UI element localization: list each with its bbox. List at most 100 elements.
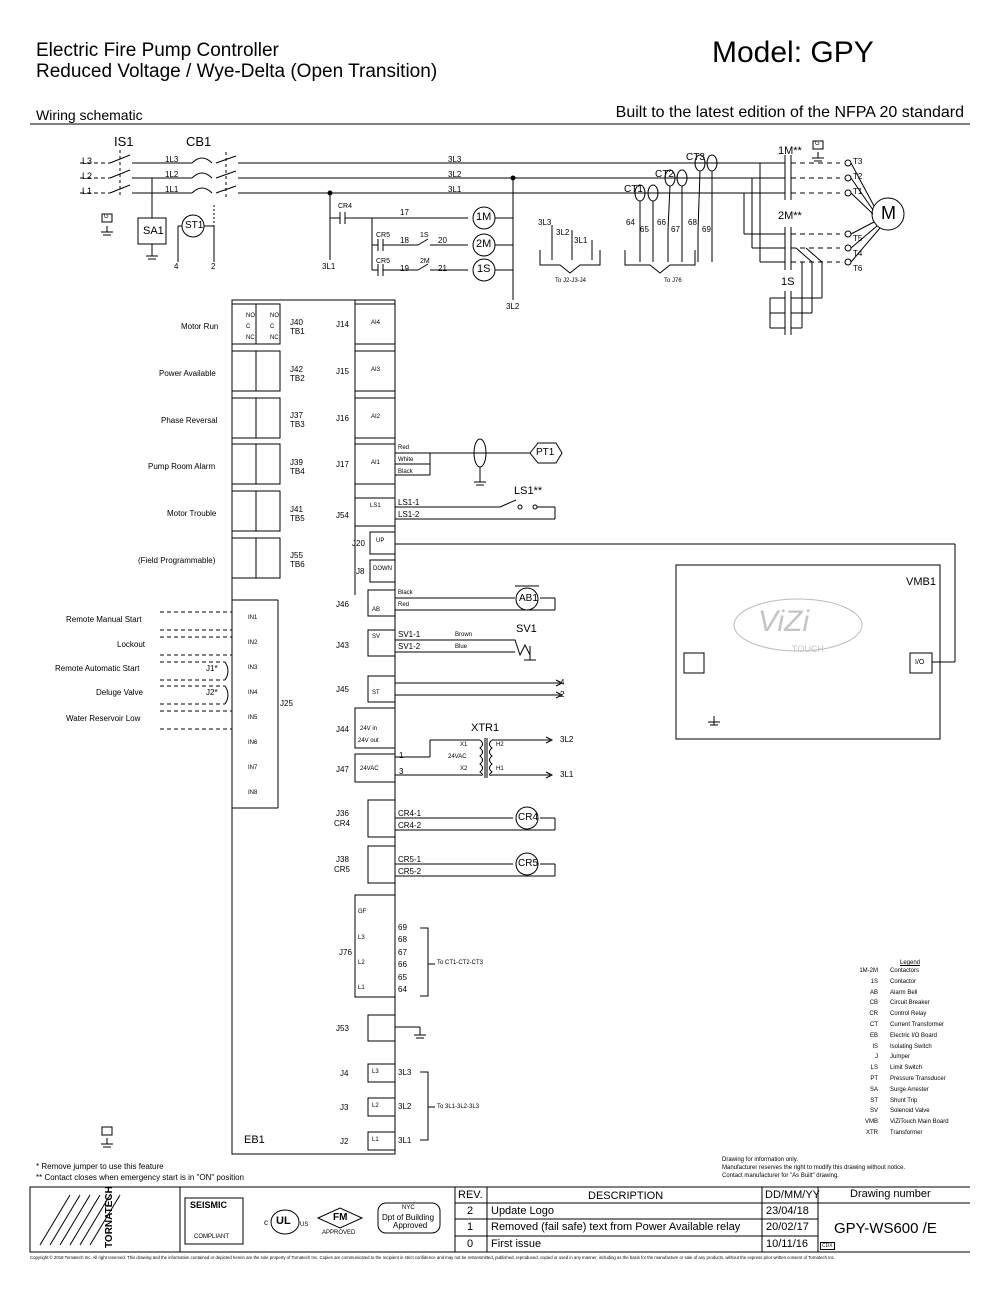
tap-3l3: 3L3 [538,218,552,227]
j25-label: J25 [280,699,293,708]
out-3l2: 3L2 [560,735,574,744]
sa1-label: SA1 [143,225,164,237]
contact-no: NO [246,313,255,319]
l3-label: L3 [82,156,93,166]
j45: J45 [336,685,349,694]
j3-l2: L2 [372,1103,379,1109]
ai4: AI4 [371,320,381,326]
legend-desc: Control Relay [890,1011,927,1018]
desc-0: First issue [491,1238,542,1250]
fm-approved: APPROVED [322,1230,356,1236]
ai3: AI3 [371,367,381,373]
j38-cr5: CR5 [334,865,351,874]
ct2-label: CT2 [655,169,674,180]
title-line-2: Reduced Voltage / Wye-Delta (Open Transi… [36,61,438,82]
ul-mark: UL [276,1215,291,1227]
legend-abbr: SV [869,1108,878,1115]
tap-3l1: 3L1 [574,236,588,245]
xtr-wire-3: 3 [399,767,404,776]
st1-label: ST1 [185,220,204,231]
out-2: 2 [560,690,565,699]
cr4-coil: CR4 [518,812,539,823]
j76-67: 67 [398,948,407,957]
motor-label: M [881,203,896,223]
n1l3-label: 1L3 [165,155,179,164]
contact-c: C [246,324,251,330]
n3l3-label: 3L3 [448,155,462,164]
to-3l: To 3L1-3L2-3L3 [437,1104,480,1110]
rev-1: 1 [467,1221,474,1233]
date-2: 23/04/18 [766,1205,809,1217]
ls1-1: LS1-1 [398,498,420,507]
legend-desc: Limit Switch [890,1065,923,1072]
ct-wire-66: 66 [657,218,666,227]
legend-abbr: SA [869,1086,878,1093]
relay-tb3: TB3 [290,420,305,429]
info-1: Drawing for information only. [722,1157,798,1163]
24vac-term: 24VAC [360,766,379,772]
1m-contactor: 1M** [778,145,802,157]
legend-abbr: J [875,1054,878,1061]
legend-abbr: VMB [864,1119,878,1126]
legend-desc: Isolating Switch [890,1043,932,1050]
pin-in8: IN8 [248,790,258,796]
j43: J43 [336,641,349,650]
ct-wire-68: 68 [688,218,697,227]
cr5-contact-a: CR5 [376,232,391,239]
title-line-1: Electric Fire Pump Controller [36,40,279,61]
1s-coil: 1S [477,263,491,275]
contact-nc-2: NC [270,335,279,341]
l1-label: L1 [82,186,93,196]
pin-in6: IN6 [248,740,258,746]
pin-in1: IN1 [248,615,258,621]
drawing-number-label: Drawing number [850,1188,931,1200]
cr5-contact-b: CR5 [376,258,391,265]
t4: T4 [853,249,863,258]
ls1-switch: LS1** [514,485,543,497]
out-4: 4 [560,678,565,687]
j76: J76 [339,948,352,957]
wire-19: 19 [400,264,409,273]
nyc-2: Dpt of Building [382,1213,435,1222]
xtr1: XTR1 [471,722,500,734]
j36: J36 [336,809,349,818]
ls1-term: LS1 [370,503,381,509]
wire-white: White [398,457,414,463]
h1: H1 [496,766,504,772]
legend-desc: Current Transformer [890,1021,945,1028]
seismic-label: SEISMIC [190,1200,228,1210]
model-label: Model: GPY [712,36,874,69]
wire-black: Black [398,469,413,475]
24v-out: 24V out [358,738,379,744]
down-term: DOWN [373,566,392,572]
j76-l3: L3 [358,935,365,941]
t5: T5 [853,234,863,243]
pin-in7: IN7 [248,765,258,771]
date-header: DD/MM/YY [765,1189,820,1201]
j38: J38 [336,855,349,864]
24v-in: 24V in [360,726,378,732]
j3: J3 [340,1103,349,1112]
j46: J46 [336,600,349,609]
j8: J8 [356,567,365,576]
ul-us: US [300,1222,309,1228]
legend-desc: Contactor [890,978,917,985]
vmb1-label: VMB1 [906,576,936,588]
date-0: 10/11/16 [766,1238,809,1250]
pt1: PT1 [536,447,555,458]
j76-l2: L2 [358,960,365,966]
legend-desc: Jumper [890,1054,911,1061]
legend-desc: Surge Arrester [890,1086,929,1093]
relay-j42: J42 [290,365,303,374]
relay-label-motor-run: Motor Run [181,322,219,331]
drawing-number: GPY-WS600 /E [834,1220,937,1237]
desc-2: Update Logo [491,1205,554,1217]
eb1-label: EB1 [244,1134,265,1146]
ct-wire-65: 65 [640,225,649,234]
